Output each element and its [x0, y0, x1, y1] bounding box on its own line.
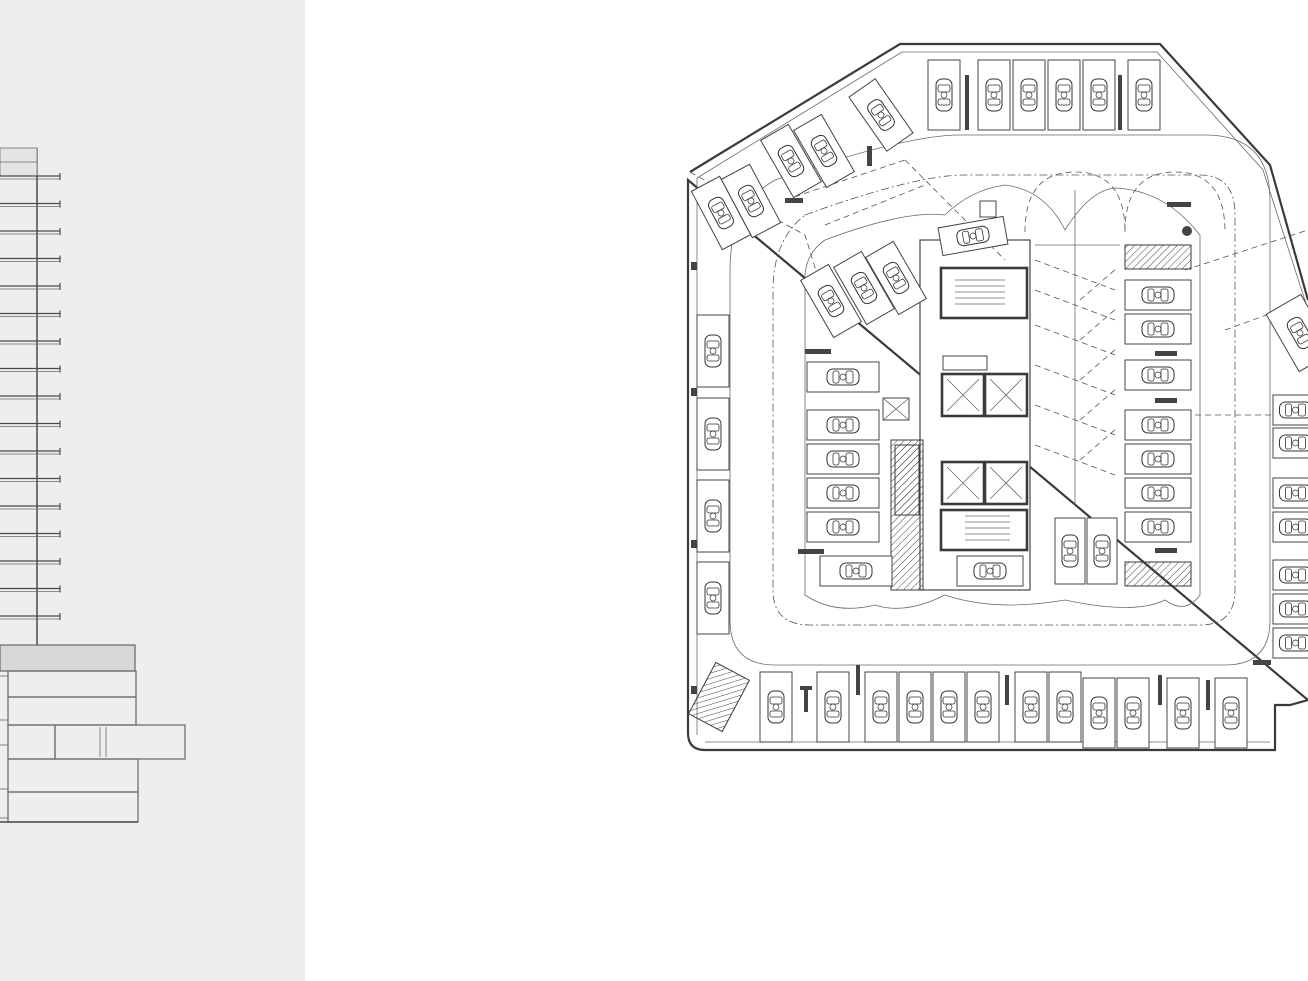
car-icon — [985, 78, 1003, 112]
car-icon — [906, 690, 924, 724]
car-icon — [1141, 450, 1175, 468]
structural-columns — [691, 75, 1271, 712]
car-icon — [1141, 366, 1175, 384]
podium-level-2 — [7, 696, 137, 726]
podium-level-4 — [7, 758, 139, 793]
podium-canopy — [54, 724, 186, 760]
ramp-strip-inner-1 — [894, 444, 920, 516]
car-icon — [1141, 518, 1175, 536]
tower-floors — [0, 173, 61, 620]
car-icon — [935, 78, 953, 112]
car-icon — [767, 690, 785, 724]
podium-level-3 — [7, 724, 56, 760]
drive-aisle-centerline — [772, 174, 1236, 626]
drive-aisle-outer — [729, 134, 1271, 666]
car-icon — [824, 690, 842, 724]
car-icon — [1093, 534, 1111, 568]
car-icon — [1090, 78, 1108, 112]
car-icon — [826, 484, 860, 502]
section-elevation-panel — [0, 0, 305, 981]
car-icon — [1279, 518, 1308, 536]
parking-bay — [696, 479, 730, 553]
car-icon — [872, 690, 890, 724]
car-icon — [1279, 566, 1308, 584]
shaft — [942, 355, 988, 371]
car-icon — [974, 690, 992, 724]
car-icon — [704, 334, 722, 368]
car-icon — [1141, 484, 1175, 502]
car-icon — [1090, 696, 1108, 730]
podium-level-1 — [7, 670, 137, 698]
drive-aisle-inner — [804, 184, 1201, 609]
car-icon — [704, 499, 722, 533]
car-icon — [1020, 78, 1038, 112]
car-icon — [1279, 484, 1308, 502]
vent-shaft-2 — [979, 200, 997, 218]
car-icon — [826, 450, 860, 468]
section-drawing — [0, 147, 186, 823]
car-icon — [1124, 696, 1142, 730]
car-icon — [1055, 78, 1073, 112]
car-icon — [940, 690, 958, 724]
ramp-strip-corner — [687, 661, 751, 733]
car-icon — [826, 416, 860, 434]
car-icon — [1222, 696, 1240, 730]
outer-perimeter-wall — [686, 42, 1308, 752]
parking-bay — [1082, 677, 1116, 749]
car-icon — [704, 417, 722, 451]
car-icon — [1174, 696, 1192, 730]
parking-plan-panel — [305, 0, 1308, 981]
podium-transfer-slab — [0, 644, 136, 672]
parking-bay — [864, 671, 898, 743]
parking-floor-plan — [686, 42, 1308, 752]
car-icon — [1061, 534, 1079, 568]
car-icon — [1135, 78, 1153, 112]
stair-core-south — [939, 508, 1029, 552]
car-icon — [1279, 434, 1308, 452]
car-icon — [1141, 320, 1175, 338]
car-icon — [1056, 690, 1074, 724]
car-icon — [1279, 634, 1308, 652]
car-icon — [1279, 401, 1308, 419]
ramp-strip-right-bottom — [1124, 561, 1192, 587]
podium-level-5 — [7, 791, 139, 823]
car-icon — [704, 581, 722, 615]
stair-core-north — [939, 266, 1029, 320]
ramp-strip-right-top — [1124, 244, 1192, 270]
car-icon — [826, 518, 860, 536]
car-icon — [826, 368, 860, 386]
car-icon — [1279, 600, 1308, 618]
car-icon — [973, 562, 1007, 580]
stair-treads-south — [965, 515, 1010, 541]
stair-treads-north — [955, 279, 1005, 305]
car-icon — [1022, 690, 1040, 724]
outer-perimeter-inner — [696, 51, 1308, 311]
car-icon — [839, 562, 873, 580]
car-icon — [1141, 286, 1175, 304]
car-icon — [1141, 416, 1175, 434]
